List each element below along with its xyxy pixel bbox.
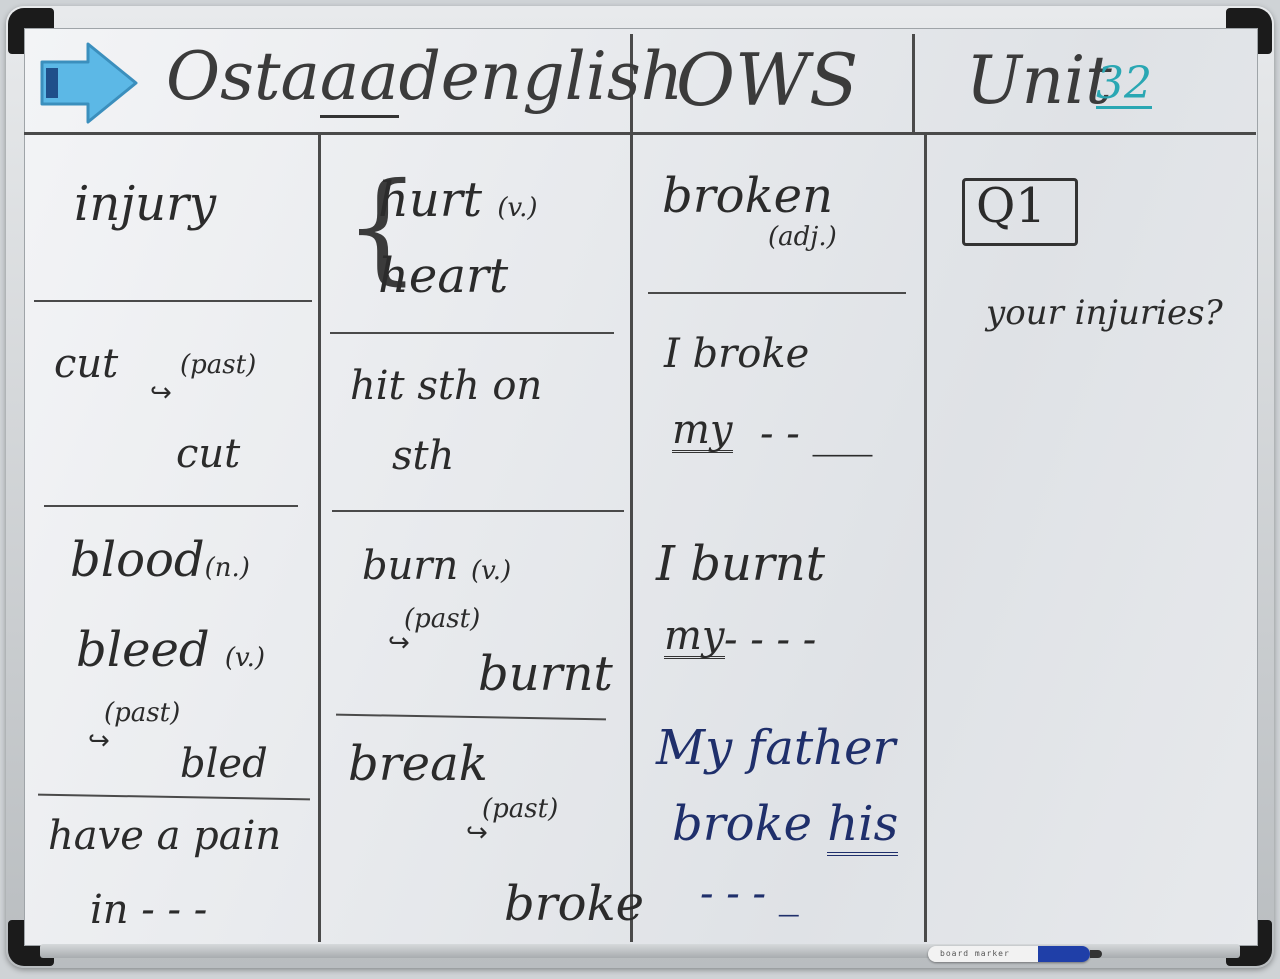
word-broke: broke bbox=[504, 876, 645, 932]
word-heart: heart bbox=[378, 248, 509, 304]
burn-pos: (v.) bbox=[470, 556, 512, 586]
burn-past-label: (past) bbox=[404, 604, 481, 634]
col1-divider-1 bbox=[34, 300, 312, 302]
col2-divider-2 bbox=[332, 510, 624, 512]
col3-divider-1 bbox=[648, 292, 906, 294]
whiteboard-surface bbox=[24, 28, 1258, 946]
header-divider bbox=[24, 132, 1256, 135]
blood-pos: (n.) bbox=[204, 553, 250, 583]
column-divider-1 bbox=[318, 134, 321, 942]
brace-bracket: { bbox=[344, 158, 421, 297]
header-unit-number: 32 bbox=[1096, 58, 1152, 109]
hurt-text: hurt bbox=[378, 172, 483, 228]
word-bleed: bleed (v.) bbox=[76, 626, 265, 674]
word-my-2: my bbox=[664, 613, 725, 659]
bleed-past-arrow-icon: ↪ bbox=[88, 726, 110, 756]
question-box bbox=[962, 178, 1078, 246]
broke-his-verb: broke bbox=[672, 796, 813, 852]
header-title: Ostaaadenglish bbox=[166, 38, 683, 118]
board-marker-cap bbox=[1090, 950, 1102, 958]
blank-dashes-3: - - - _ bbox=[700, 871, 799, 917]
word-my-1: my bbox=[672, 407, 733, 453]
phrase-hit-sth-on: hit sth on bbox=[350, 363, 543, 409]
header-ows: OWS bbox=[676, 38, 859, 122]
word-burnt: burnt bbox=[478, 646, 613, 702]
hurt-pos: (v.) bbox=[497, 193, 538, 223]
bleed-pos: (v.) bbox=[224, 643, 266, 673]
blank-dashes-2: - - - - bbox=[724, 617, 817, 663]
phrase-broke-his: broke his bbox=[672, 796, 899, 856]
column-divider-3b bbox=[924, 134, 927, 942]
cut-past-label: (past) bbox=[180, 350, 257, 380]
board-marker bbox=[928, 946, 1090, 962]
word-burn: burn (v.) bbox=[362, 546, 511, 586]
phrase-have-a-pain: have a pain bbox=[48, 813, 282, 859]
blank-dashes-1: - - ___ bbox=[760, 411, 873, 457]
word-injury: injury bbox=[74, 176, 217, 232]
col2-divider-1 bbox=[330, 332, 614, 334]
burn-text: burn bbox=[362, 543, 459, 589]
question-text: your injuries? bbox=[986, 293, 1223, 333]
word-broken: broken bbox=[662, 168, 833, 224]
word-bled: bled bbox=[180, 741, 268, 787]
column-divider-3 bbox=[912, 34, 915, 134]
bleed-past-label: (past) bbox=[104, 698, 181, 728]
burn-past-arrow-icon: ↪ bbox=[388, 628, 410, 658]
phrase-i-burnt: I burnt bbox=[656, 536, 826, 592]
cut-past-arrow-icon: ↪ bbox=[150, 378, 172, 408]
blood-text: blood bbox=[70, 532, 205, 588]
col1-divider-2 bbox=[44, 505, 298, 507]
header-title-part-c: denglish bbox=[398, 38, 684, 115]
phrase-i-broke: I broke bbox=[664, 331, 810, 377]
column-divider-2 bbox=[630, 34, 633, 942]
word-blood: blood(n.) bbox=[70, 536, 250, 584]
broken-pos: (adj.) bbox=[768, 222, 837, 252]
phrase-sth: sth bbox=[392, 433, 455, 479]
board-marker-label: board marker bbox=[940, 949, 1010, 958]
header-title-part-b: aa bbox=[319, 38, 399, 118]
break-past-arrow-icon: ↪ bbox=[466, 818, 488, 848]
question-number: Q1 bbox=[976, 178, 1046, 234]
break-past-label: (past) bbox=[482, 794, 559, 824]
word-hurt: hurt (v.) bbox=[378, 176, 537, 224]
broke-his-pronoun: his bbox=[827, 796, 899, 856]
bleed-text: bleed bbox=[76, 622, 210, 678]
phrase-my-father: My father bbox=[656, 720, 896, 776]
word-cut: cut bbox=[54, 341, 119, 387]
word-cut-past: cut bbox=[176, 431, 241, 477]
word-break: break bbox=[348, 736, 488, 792]
arrow-eraser-icon bbox=[40, 42, 138, 124]
phrase-in: in - - - bbox=[90, 887, 208, 933]
header-title-part-a: Osta bbox=[166, 38, 320, 115]
header-unit-label: Unit bbox=[966, 42, 1112, 119]
